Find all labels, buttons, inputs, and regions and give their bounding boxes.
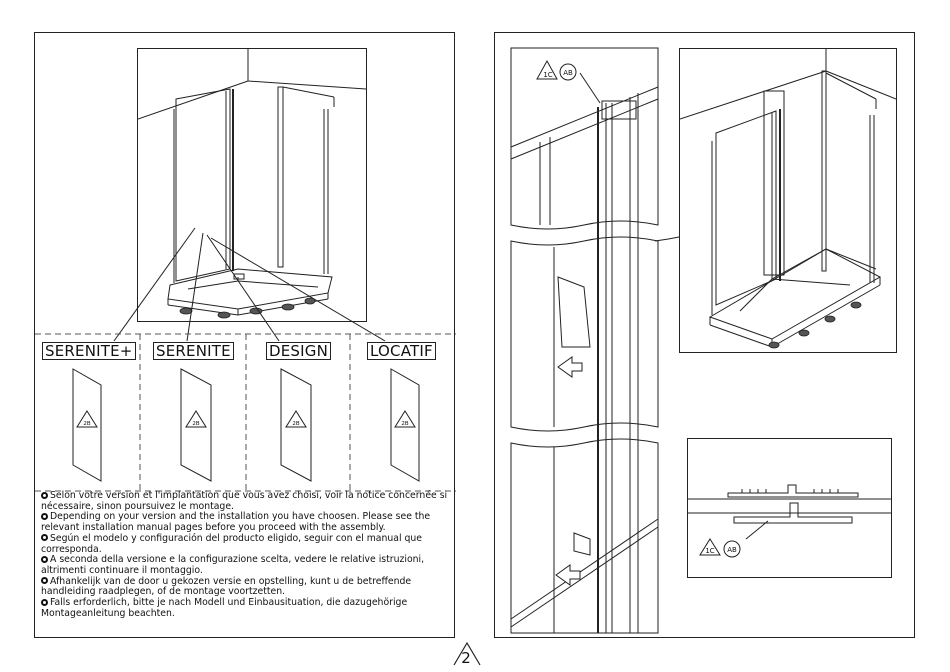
bullet-icon [41, 577, 48, 585]
callout-triangle-top-text: 1C [543, 71, 552, 79]
variants-grid [35, 333, 456, 492]
variant-label-design: DESIGN [266, 342, 332, 360]
variant-label-serenite-plus: SERENITE+ [42, 342, 136, 360]
bullet-icon [41, 555, 48, 563]
variant-panel-0 [72, 368, 102, 482]
callout-triangle-bottom [699, 538, 721, 556]
badge-triangle-0 [76, 410, 98, 428]
page-number-badge: 2 [453, 641, 481, 667]
shower-drawing [137, 49, 367, 319]
bullet-icon [41, 534, 48, 542]
variant-panel-1 [180, 368, 212, 482]
callout-circle-top-text: AB [563, 69, 573, 77]
badge-triangle-1 [185, 410, 207, 428]
variant-label-serenite: SERENITE [153, 342, 234, 360]
badge-text-1: 2B [192, 421, 199, 427]
instruction-fr: Selon votre version et l'implantation qu… [41, 490, 448, 512]
variant-panel-2 [280, 368, 312, 482]
left-panel: SERENITE+ SERENITE DESIGN LOCATIF 2B 2B … [34, 32, 456, 638]
variant-panels: 2B 2B 2B 2B [72, 368, 420, 482]
callout-circle-top [559, 63, 577, 81]
page-number-text: 2 [461, 649, 471, 667]
shower-assembled-drawing [679, 49, 897, 349]
badge-text-3: 2B [401, 421, 408, 427]
pointer-lines [113, 227, 386, 342]
bullet-icon [41, 512, 48, 520]
instruction-it: A seconda della versione e la configuraz… [41, 554, 425, 576]
cross-section-drawing: 1C AB [688, 484, 891, 558]
profile-detail-column: 1C AB [510, 47, 659, 634]
variant-panel-3 [390, 368, 420, 482]
callout-circle-bottom-text: AB [727, 546, 737, 554]
bullet-icon [41, 491, 48, 499]
instructions-text: Selon votre version et l'implantation qu… [41, 490, 453, 619]
badge-text-0: 2B [83, 421, 90, 427]
callout-triangle-top [536, 59, 558, 80]
badge-triangle-3 [394, 410, 416, 428]
shower-assembled-illustration [679, 48, 897, 353]
callout-triangle-bottom-text: 1C [705, 547, 714, 555]
bullet-icon [41, 598, 48, 606]
instruction-en: Depending on your version and the instal… [41, 511, 431, 534]
right-panel: 1C AB [494, 32, 915, 638]
badge-text-2: 2B [292, 421, 299, 427]
instruction-es: Según el modelo y configuración del prod… [41, 532, 422, 555]
instruction-de: Falls erforderlich, bitte je nach Modell… [41, 597, 408, 619]
cross-section-illustration: 1C AB [687, 438, 892, 578]
shower-overview-illustration [137, 48, 367, 322]
variant-label-locatif: LOCATIF [367, 342, 436, 360]
instruction-nl: Afhankelijk van de door u gekozen versie… [41, 575, 412, 598]
badge-triangle-2 [285, 410, 307, 428]
callout-circle-bottom [723, 540, 741, 558]
